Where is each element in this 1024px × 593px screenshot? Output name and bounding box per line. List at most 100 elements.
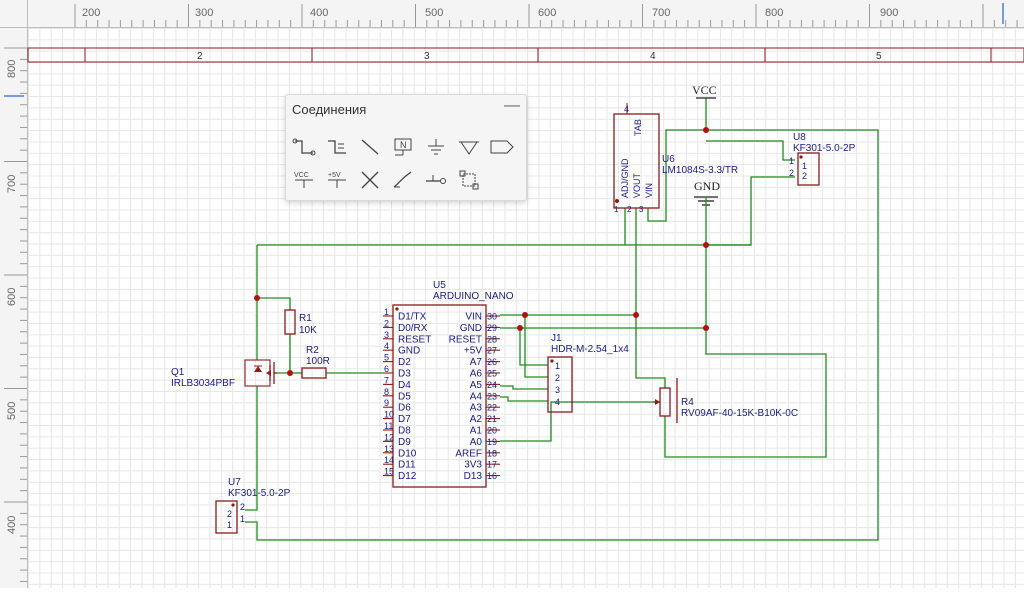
u5-pin-label: D2 <box>398 357 411 368</box>
vcc-power-symbol[interactable]: VCC <box>692 83 717 99</box>
ruler-corner <box>0 0 28 28</box>
u5-pin-label: GND <box>398 346 420 357</box>
frame-zone-label: 5 <box>876 51 882 62</box>
u5-pin-label: A2 <box>470 414 483 425</box>
junction-dot[interactable] <box>703 325 709 331</box>
pin-tool-icon[interactable] <box>422 167 450 193</box>
wire[interactable] <box>635 315 666 388</box>
u7-pin-num: 1 <box>240 514 245 524</box>
ruler-left-label: 600 <box>6 288 18 306</box>
u5-ref: U5 <box>433 280 446 291</box>
junction-dot[interactable] <box>522 312 528 318</box>
u5-pin-num: 19 <box>487 437 497 447</box>
ruler-top-label: 500 <box>425 7 443 19</box>
r1-value: 10K <box>299 325 317 336</box>
u7-connector[interactable]: U7 KF301-5.0-2P 2 1 2 1 <box>215 477 291 534</box>
minimize-icon[interactable]: — <box>504 97 520 114</box>
wire[interactable] <box>524 315 548 378</box>
junction-dot[interactable] <box>517 325 523 331</box>
wire[interactable] <box>257 297 291 310</box>
wire[interactable] <box>245 129 879 541</box>
bus-tool-icon[interactable] <box>323 134 351 160</box>
r2-resistor[interactable]: R2 100R <box>301 345 330 379</box>
u5-pin-label: D1/TX <box>398 312 427 323</box>
ruler-top-label: 300 <box>195 7 213 19</box>
wire[interactable] <box>500 385 548 390</box>
junction-dot[interactable] <box>703 242 709 248</box>
vcc-label: VCC <box>692 83 717 97</box>
u5-pin-label: D4 <box>398 380 411 391</box>
u7-pin-label: 1 <box>227 520 232 530</box>
port-tool-icon[interactable] <box>488 134 516 160</box>
u8-pin-label: 2 <box>802 171 807 181</box>
no-connect-tool-icon[interactable] <box>356 167 384 193</box>
wire[interactable] <box>277 334 291 374</box>
ruler-top-ticks: 200 300 400 500 600 700 800 900 <box>74 3 1018 27</box>
ground-tool-icon[interactable] <box>422 134 450 160</box>
junction-dot[interactable] <box>703 127 709 133</box>
wire[interactable] <box>706 140 795 161</box>
u8-ref: U8 <box>793 132 806 143</box>
u5-pin-label: D11 <box>398 460 416 471</box>
ruler-left: 800 700 600 500 400 <box>0 0 28 588</box>
junction-dot[interactable] <box>254 295 260 301</box>
vcc-tool-icon[interactable]: VCC <box>290 167 318 193</box>
q1-value: IRLB3034PBF <box>171 378 235 389</box>
u6-pin-vout: VOUT <box>632 172 642 198</box>
panel-title: Соединения <box>292 102 367 117</box>
gnd-power-symbol[interactable]: GND <box>694 179 720 207</box>
ruler-top: 200 300 400 500 600 700 800 900 <box>0 0 1024 28</box>
wire[interactable] <box>500 396 548 402</box>
r4-potentiometer[interactable]: R4 RV09AF-40-15K-B10K-0C <box>653 378 798 423</box>
u6-regulator[interactable]: 4 TAB ADJ/GND VOUT VIN 1 2 3 U6 LM1084S-… <box>613 103 738 214</box>
u5-pin-num: 20 <box>487 426 497 436</box>
u5-pin-num: 8 <box>384 387 389 397</box>
u5-pin-label: D10 <box>398 448 417 459</box>
wire[interactable] <box>647 129 706 222</box>
component-tool-icon[interactable] <box>455 167 483 193</box>
u5-pin-label: VIN <box>465 312 482 323</box>
wire[interactable] <box>500 208 637 316</box>
j1-ref: J1 <box>551 333 562 344</box>
junction-dot[interactable] <box>633 312 639 318</box>
connections-panel[interactable]: Соединения — N VCC +5V <box>285 94 527 201</box>
u6-pin-num: 1 <box>614 205 619 214</box>
u5-pin-num: 16 <box>487 471 497 481</box>
u5-pin-label: D7 <box>398 414 411 425</box>
power-port-tool-icon[interactable] <box>455 134 483 160</box>
r2-ref: R2 <box>306 345 319 356</box>
q1-mosfet[interactable]: Q1 IRLB3034PBF <box>171 359 277 389</box>
ruler-top-label: 600 <box>538 7 556 19</box>
u5-value: ARDUINO_NANO <box>433 291 514 302</box>
u6-pin-num: 2 <box>627 205 632 214</box>
gnd-label: GND <box>694 179 720 193</box>
j1-pin: 3 <box>555 385 560 395</box>
pen-tool-icon[interactable] <box>389 167 417 193</box>
wire[interactable] <box>500 401 653 442</box>
junction-dot[interactable] <box>287 370 293 376</box>
wire[interactable] <box>245 386 258 511</box>
wire[interactable] <box>519 328 548 366</box>
u5-pin-label: D9 <box>398 437 411 448</box>
u8-connector[interactable]: U8 KF301-5.0-2P 1 2 1 2 <box>789 132 856 186</box>
wire-tool-icon[interactable] <box>290 134 318 160</box>
netlabel-tool-icon[interactable]: N <box>389 134 417 160</box>
u6-ref: U6 <box>662 154 675 165</box>
wire[interactable] <box>624 208 751 246</box>
u5-pin-num: 30 <box>487 312 497 322</box>
plus5v-tool-icon[interactable]: +5V <box>323 167 351 193</box>
q1-ref: Q1 <box>171 367 185 378</box>
u5-pin-num: 5 <box>384 353 389 363</box>
r1-resistor[interactable]: R1 10K <box>284 309 317 336</box>
ruler-top-label: 900 <box>880 7 898 19</box>
u5-pin-label: D13 <box>464 471 483 482</box>
vcc-tool-label: VCC <box>294 172 309 179</box>
u6-pin-num: 3 <box>639 205 644 214</box>
u5-pin-num: 14 <box>384 455 394 465</box>
u5-pin-label: A5 <box>470 380 483 391</box>
ruler-left-ticks: 800 700 600 500 400 <box>4 47 27 582</box>
j1-header[interactable]: J1 HDR-M-2.54_1x4 1 2 3 4 <box>547 333 629 413</box>
line-tool-icon[interactable] <box>356 134 384 160</box>
